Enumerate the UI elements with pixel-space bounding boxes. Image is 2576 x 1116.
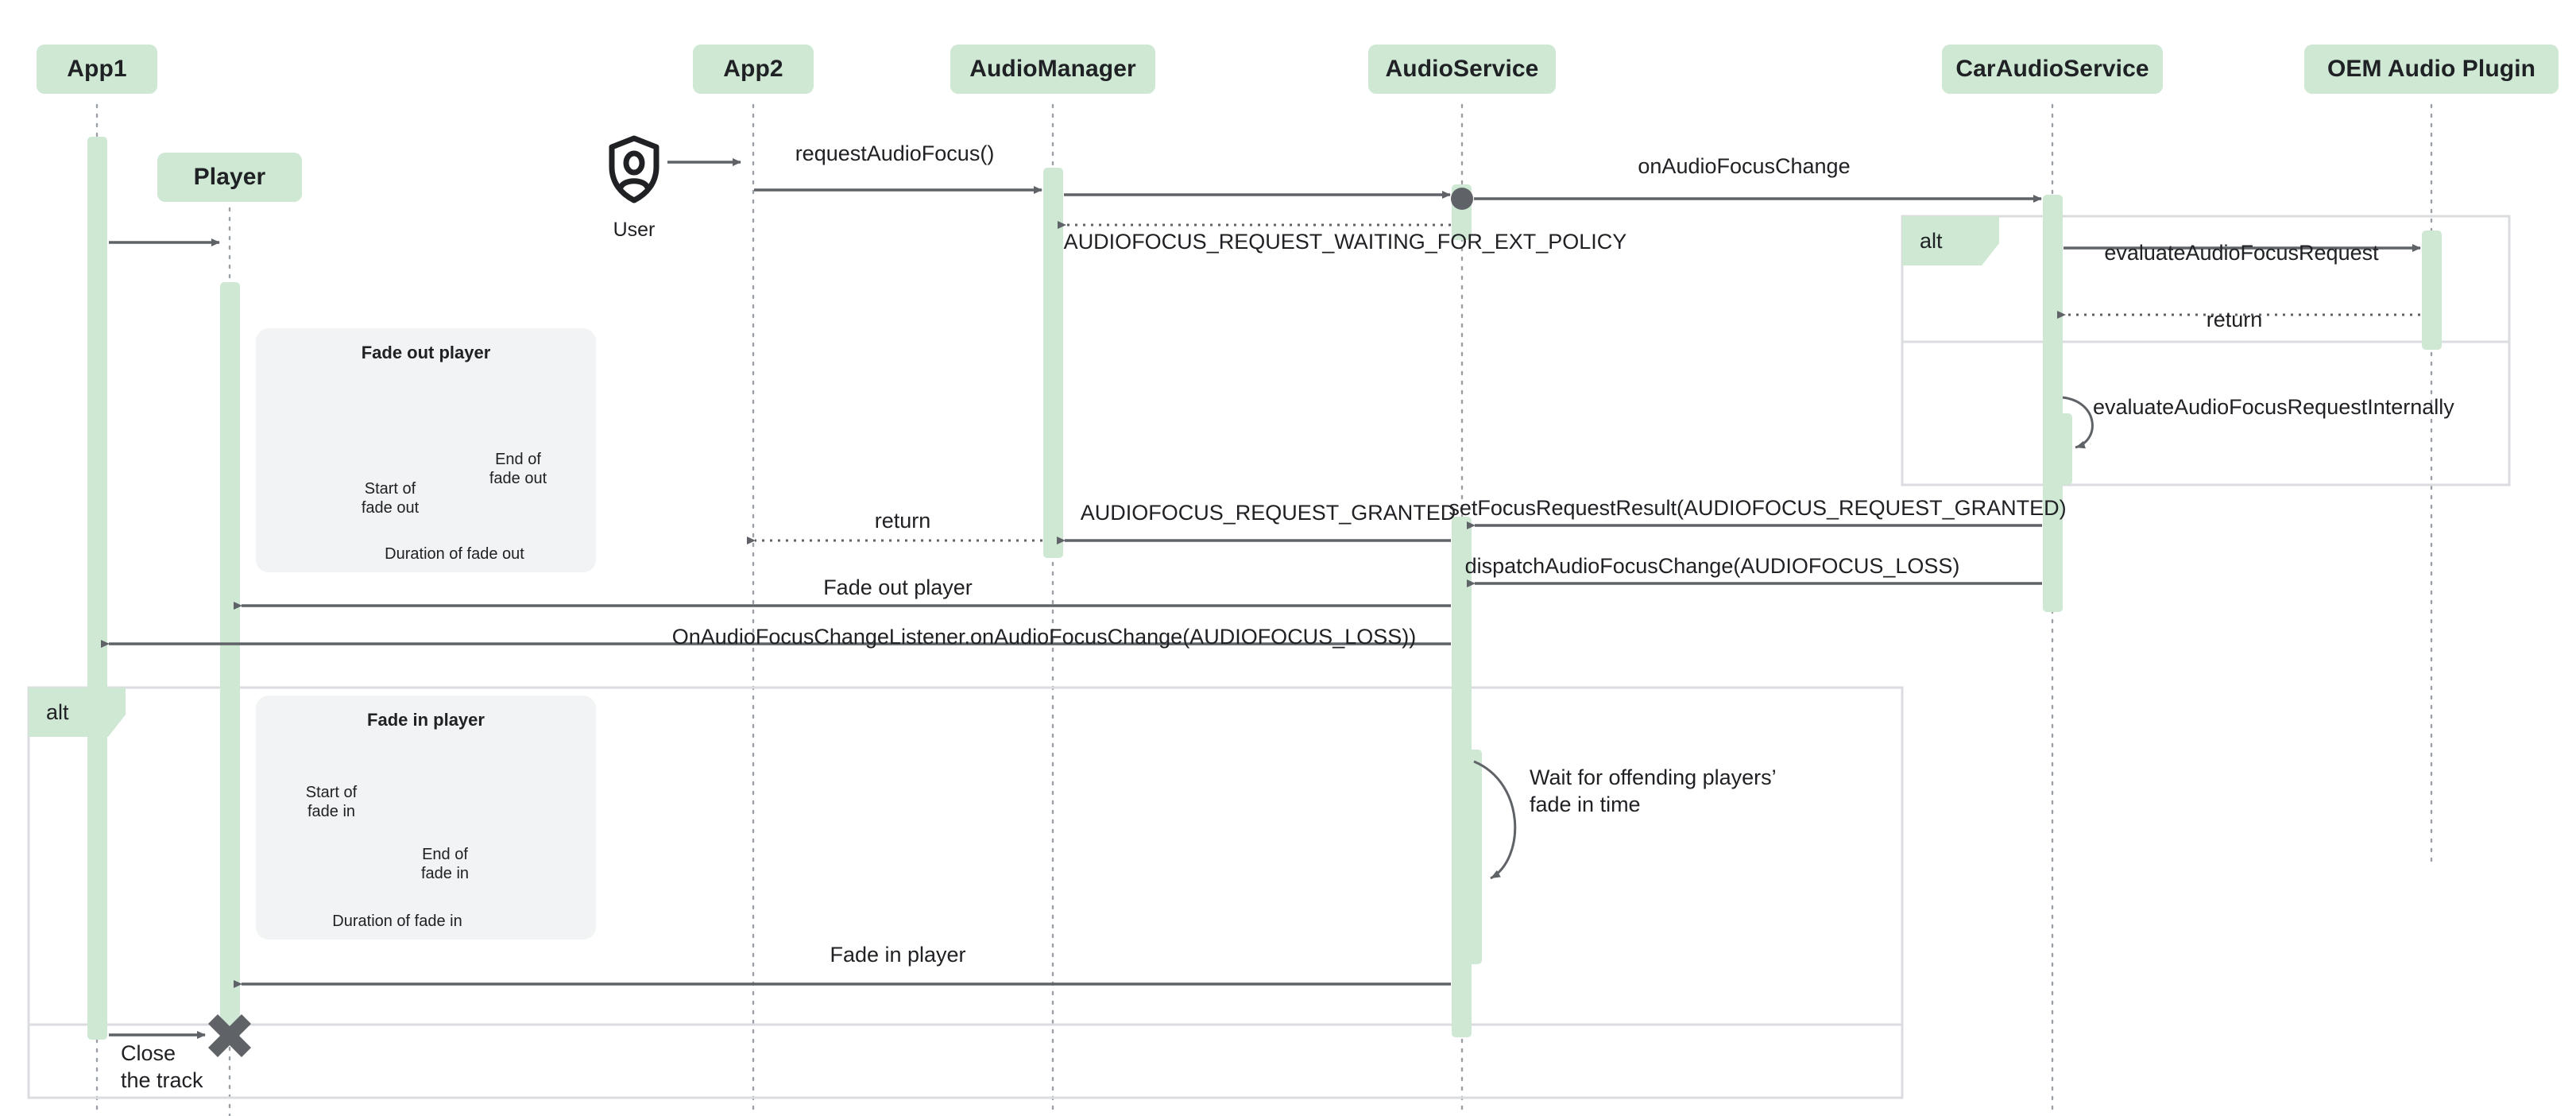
- fragment-tag-alt-right: alt: [1902, 216, 1999, 265]
- fragment-tag-label-alt-left: alt: [46, 699, 69, 724]
- lifeline-label-audiomanager: AudioManager: [969, 56, 1136, 82]
- lifeline-label-player: Player: [193, 164, 266, 190]
- activation-bars: [87, 137, 2442, 1040]
- destroy-x-icon: [207, 1013, 252, 1058]
- fragment-tag-alt-left: alt: [29, 688, 126, 737]
- user-shield-icon: [609, 135, 659, 203]
- note-fade-out-player: Fade out player Start of fade out End of…: [256, 328, 596, 572]
- message-label-oem-return: return: [2206, 308, 2263, 331]
- lifeline-head-app1[interactable]: App1: [37, 45, 157, 94]
- message-label-waiting-for-ext-policy: AUDIOFOCUS_REQUEST_WAITING_FOR_EXT_POLIC…: [1063, 230, 1627, 254]
- lifeline-label-app1: App1: [67, 56, 127, 82]
- note-label-start-fade-out: Start of fade out: [361, 480, 420, 517]
- arrow-self-evaluate-internally: [2062, 396, 2094, 449]
- lifeline-label-audioservice: AudioService: [1385, 56, 1539, 82]
- message-label-close-the-track: Close the track: [121, 1041, 203, 1092]
- lifeline-head-app2[interactable]: App2: [693, 45, 814, 94]
- message-label-fade-in-player: Fade in player: [830, 943, 966, 967]
- lifeline-head-audiomanager[interactable]: AudioManager: [950, 45, 1155, 94]
- message-label-audiomanager-return: return: [874, 509, 931, 533]
- message-label-request-audio-focus: requestAudioFocus(): [795, 141, 995, 165]
- message-label-dispatch-audio-focus-change: dispatchAudioFocusChange(AUDIOFOCUS_LOSS…: [1464, 554, 1960, 578]
- lifeline-head-audioservice[interactable]: AudioService: [1368, 45, 1556, 94]
- note-label-end-fade-out: End of fade out: [489, 451, 547, 488]
- note-fade-in-player: Fade in player Start of fade in End of f…: [256, 696, 596, 940]
- message-label-evaluate-audio-focus-request: evaluateAudioFocusRequest: [2104, 241, 2379, 265]
- found-message-dot: [1451, 188, 1473, 210]
- lifeline-head-oem-audio-plugin[interactable]: OEM Audio Plugin: [2304, 45, 2559, 94]
- message-label-evaluate-internally: evaluateAudioFocusRequestInternally: [2093, 395, 2454, 419]
- lifeline-label-oem-audio-plugin: OEM Audio Plugin: [2327, 56, 2536, 82]
- message-label-audiofocus-request-granted: AUDIOFOCUS_REQUEST_GRANTED: [1080, 501, 1456, 525]
- lifeline-label-app2: App2: [723, 56, 783, 82]
- message-label-fade-out-player: Fade out player: [823, 575, 973, 599]
- fragment-frames: [27, 215, 2511, 1099]
- note-label-end-fade-in: End of fade in: [420, 846, 470, 883]
- message-label-wait-fade-in-time: Wait for offending players’ fade in time: [1530, 765, 1777, 816]
- note-label-start-fade-in: Start of fade in: [305, 784, 358, 821]
- note-title-fade-in: Fade in player: [367, 710, 485, 730]
- message-arrows: [101, 158, 2421, 1039]
- lifeline-label-caraudioservice: CarAudioService: [1955, 56, 2149, 82]
- actor-label-user: User: [613, 219, 656, 241]
- message-label-on-audio-focus-change: onAudioFocusChange: [1638, 154, 1851, 178]
- lifeline-head-caraudioservice[interactable]: CarAudioService: [1942, 45, 2163, 94]
- fragment-tag-label-alt-right: alt: [1920, 228, 1943, 253]
- message-label-set-focus-request-result: setFocusRequestResult(AUDIOFOCUS_REQUEST…: [1449, 496, 2067, 520]
- message-label-focus-change-listener: OnAudioFocusChangeListener.onAudioFocusC…: [671, 625, 1417, 649]
- lifeline-head-player[interactable]: Player: [157, 153, 302, 202]
- lifelines: [95, 103, 2433, 1116]
- note-label-duration-fade-in: Duration of fade in: [332, 913, 462, 930]
- arrow-self-wait-fade-in: [1473, 760, 1517, 880]
- note-title-fade-out: Fade out player: [361, 343, 491, 362]
- note-label-duration-fade-out: Duration of fade out: [385, 545, 524, 563]
